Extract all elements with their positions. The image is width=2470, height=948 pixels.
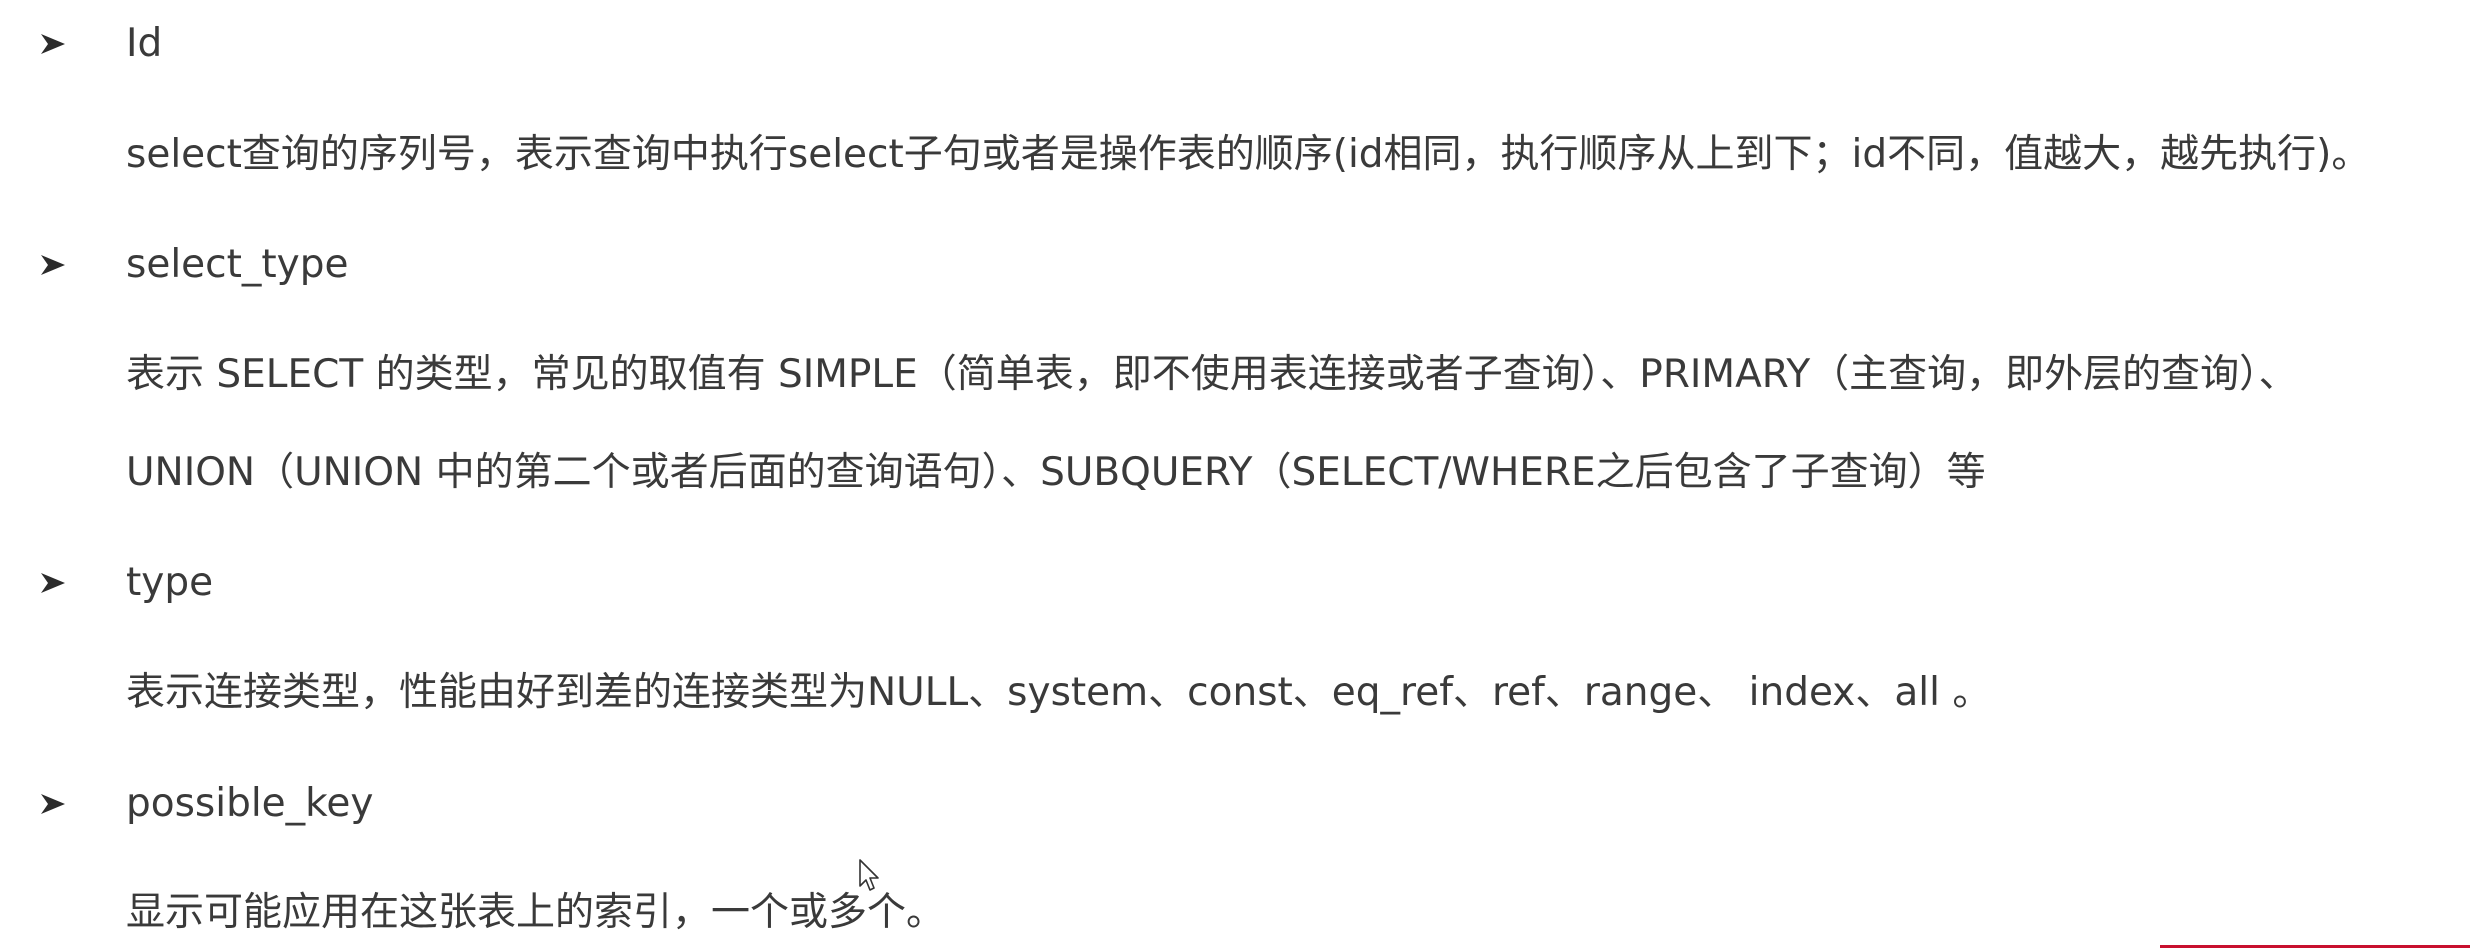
arrowhead-bullet-icon	[38, 568, 68, 598]
arrowhead-bullet-icon	[38, 250, 68, 280]
section-description-id: select查询的序列号，表示查询中执行select子句或者是操作表的顺序(id…	[126, 132, 2371, 177]
section-term-select-type: select_type	[126, 242, 349, 287]
section-term-possible-key: possible_key	[126, 781, 374, 826]
section-description-type: 表示连接类型，性能由好到差的连接类型为NULL、system、const、eq_…	[126, 670, 1992, 715]
arrowhead-bullet-icon	[38, 789, 68, 819]
arrowhead-bullet-icon	[38, 29, 68, 59]
section-term-type: type	[126, 560, 214, 605]
section-description-select-type-line-1: 表示 SELECT 的类型，常见的取值有 SIMPLE（简单表，即不使用表连接或…	[126, 352, 2298, 397]
mouse-pointer-icon	[858, 858, 882, 894]
accent-underline	[2160, 945, 2470, 948]
section-term-id: Id	[126, 21, 163, 66]
section-description-possible-key: 显示可能应用在这张表上的索引，一个或多个。	[126, 890, 946, 935]
section-description-select-type-line-2: UNION（UNION 中的第二个或者后面的查询语句）、SUBQUERY（SEL…	[126, 450, 1986, 495]
